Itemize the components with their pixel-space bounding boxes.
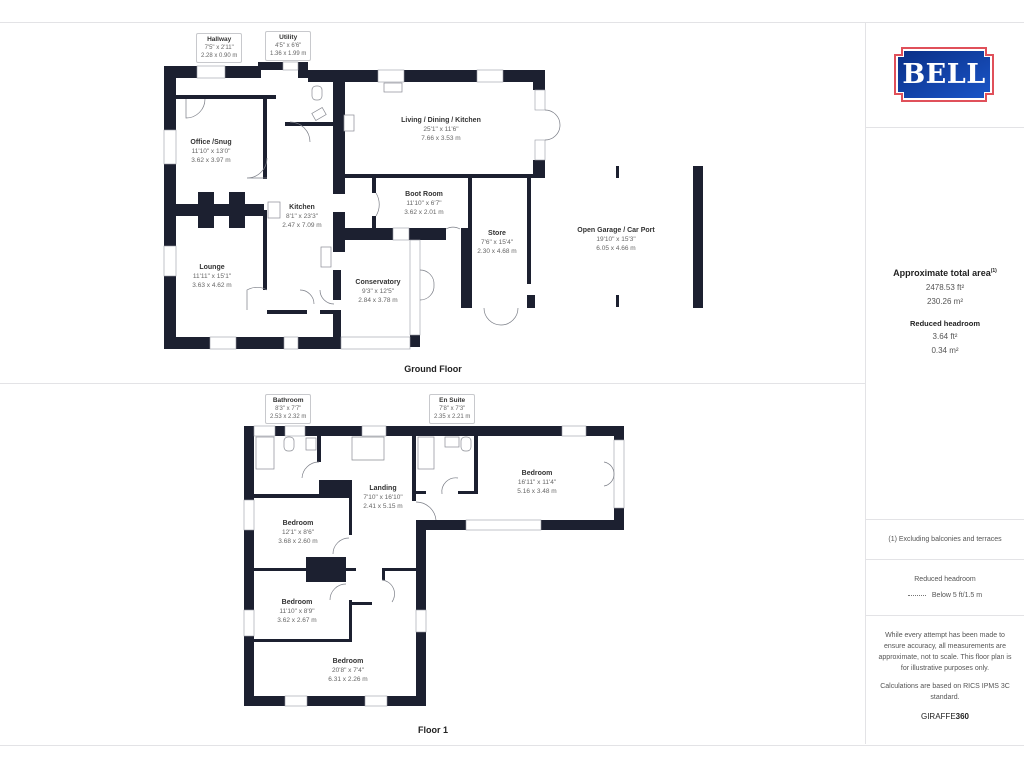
room-boot-room: Boot Room 11'10" x 6'7" 3.62 x 2.01 m: [404, 191, 444, 216]
legend-item: Below 5 ft/1.5 m: [866, 590, 1024, 601]
ground-floor-doors: [185, 98, 561, 326]
room-open-garage-car-port: Open Garage / Car Port 19'10" x 15'3" 6.…: [577, 227, 655, 252]
room-bedroom-2: Bedroom 12'1" x 8'6" 3.68 x 2.60 m: [278, 520, 318, 545]
room-office-snug: Office /Snug 11'10" x 13'0" 3.62 x 3.97 …: [190, 139, 232, 164]
floor-1-windows: [243, 425, 625, 707]
floor-1-fixtures: [255, 436, 472, 470]
ground-floor-fixtures: [267, 82, 403, 268]
callout-bathroom: Bathroom 8'3" x 7'7" 2.53 x 2.32 m: [265, 394, 312, 424]
room-bedroom-4: Bedroom 20'8" x 7'4" 6.31 x 2.26 m: [328, 658, 368, 683]
legend-title: Reduced headroom: [914, 576, 976, 583]
room-store: Store 7'6" x 15'4" 2.30 x 4.68 m: [477, 230, 517, 255]
room-landing: Landing 7'10" x 16'10" 2.41 x 5.15 m: [363, 485, 403, 510]
room-living-dining-kitchen: Living / Dining / Kitchen 25'1" x 11'6" …: [401, 117, 481, 142]
ground-floor-windows: [163, 61, 546, 350]
callout-en-suite: En Suite 7'8" x 7'3" 2.35 x 2.21 m: [429, 394, 476, 424]
floor-label-floor-1: Floor 1: [417, 725, 449, 735]
sidebar-divider-2: [866, 519, 1024, 520]
calculations-note: Calculations are based on RICS IPMS 3C s…: [880, 683, 1010, 701]
sidebar-divider-1: [866, 127, 1024, 128]
giraffe360-brand: GIRAFFE360: [920, 712, 970, 721]
room-lounge: Lounge 11'11" x 15'1" 3.63 x 4.62 m: [192, 264, 232, 289]
total-area-sqft: 2478.53 ft²: [925, 283, 965, 292]
room-kitchen: Kitchen 8'1" x 23'3" 2.47 x 7.09 m: [282, 204, 322, 229]
page-frame: [0, 22, 1024, 746]
disclaimer: While every attempt has been made to ens…: [878, 632, 1012, 672]
sidebar-divider: [865, 22, 866, 744]
room-bedroom-3: Bedroom 11'10" x 8'9" 3.62 x 2.67 m: [277, 599, 317, 624]
floor-label-ground: Ground Floor: [404, 364, 462, 374]
reduced-headroom-sqft: 3.64 ft²: [932, 332, 958, 341]
floor-divider: [0, 383, 865, 384]
total-area-title: Approximate total area(1): [893, 268, 997, 278]
sidebar-divider-3: [866, 559, 1024, 560]
total-area-section: Approximate total area(1) 2478.53 ft² 23…: [866, 268, 1024, 358]
bell-logo: BELL: [893, 46, 995, 103]
room-bedroom-1: Bedroom 16'11" x 11'4" 5.16 x 3.48 m: [517, 470, 557, 495]
callout-utility: Utility 4'5" x 6'6" 1.36 x 1.99 m: [265, 31, 312, 61]
reduced-headroom-sqm: 0.34 m²: [931, 346, 959, 355]
floor-1-doors: [301, 461, 615, 603]
room-conservatory: Conservatory 9'3" x 12'5" 2.84 x 3.78 m: [355, 279, 401, 304]
sidebar-divider-4: [866, 615, 1024, 616]
logo-text: BELL: [902, 59, 986, 90]
reduced-headroom-title: Reduced headroom: [909, 319, 980, 328]
callout-hallway: Hallway 7'5" x 2'11" 2.28 x 0.90 m: [196, 33, 243, 63]
dotted-line-icon: [907, 594, 926, 596]
floor-1-walls: [244, 426, 624, 706]
total-area-sqm: 230.26 m²: [926, 297, 964, 306]
footnote: (1) Excluding balconies and terraces: [888, 536, 1002, 543]
